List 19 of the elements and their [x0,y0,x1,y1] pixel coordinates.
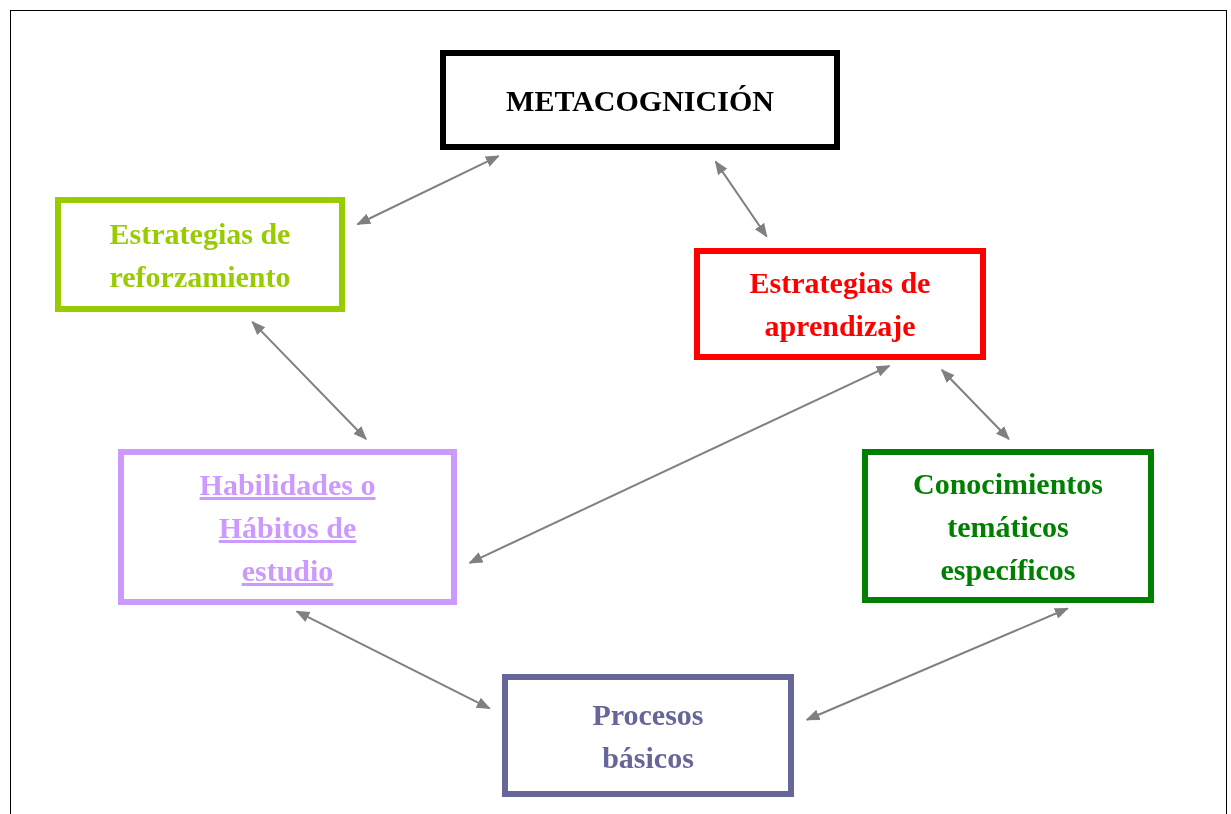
double-arrow [251,321,367,440]
double-arrow [295,610,491,710]
double-arrow [940,369,1010,440]
concept-box [862,449,1154,603]
concept-box [55,197,345,312]
concept-box [440,50,840,150]
concept-label: Estrategias de aprendizaje [748,265,932,344]
double-arrow [714,160,768,238]
double-arrow [356,155,500,226]
concept-label: Conocimientos temáticos específicos [912,465,1104,588]
concept-box [694,248,986,360]
concept-label: Estrategias de reforzamiento [108,215,292,295]
double-arrow [805,607,1069,721]
concept-box [118,449,457,605]
double-arrow [468,364,891,564]
concept-box [502,674,794,797]
concept-label: Habilidades o Hábitos de estudio [198,466,377,589]
concept-label: Procesos básicos [591,696,705,776]
concept-label: METACOGNICIÓN [506,82,774,119]
